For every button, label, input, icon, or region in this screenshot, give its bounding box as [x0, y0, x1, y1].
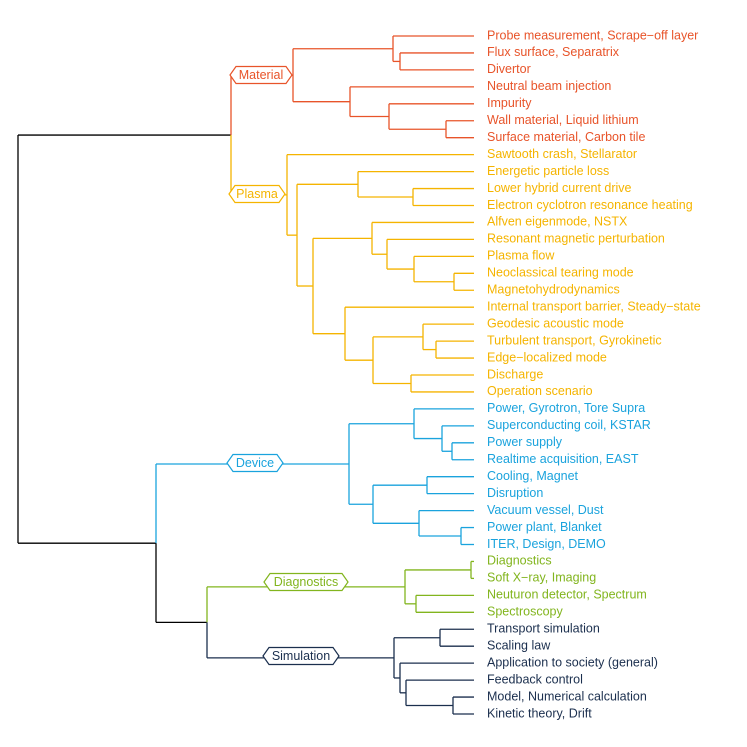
cluster-label-box [229, 65, 293, 85]
leaf-label-plasma: Energetic particle loss [487, 164, 609, 178]
leaf-label-device: Superconducting coil, KSTAR [487, 418, 651, 432]
leaf-label-material: Divertor [487, 62, 531, 76]
leaf-label-material: Neutral beam injection [487, 79, 611, 93]
cluster-label-diagnostics: Diagnostics [263, 572, 349, 592]
leaf-label-plasma: Neoclassical tearing mode [487, 266, 634, 280]
leaf-label-simulation: Application to society (general) [487, 655, 658, 669]
leaf-label-device: Vacuum vessel, Dust [487, 503, 604, 517]
leaf-labels: Probe measurement, Scrape−off layerFlux … [487, 28, 701, 720]
leaf-label-plasma: Alfven eigenmode, NSTX [487, 215, 628, 229]
leaf-label-plasma: Lower hybrid current drive [487, 181, 632, 195]
leaf-label-device: Power supply [487, 435, 563, 449]
cluster-label-box [263, 572, 349, 592]
cluster-labels: MaterialPlasmaDeviceDiagnosticsSimulatio… [226, 65, 349, 666]
cluster-label-material: Material [229, 65, 293, 85]
leaf-label-material: Surface material, Carbon tile [487, 130, 645, 144]
cluster-label-box [226, 453, 284, 473]
leaf-label-plasma: Geodesic acoustic mode [487, 316, 624, 330]
leaf-label-device: Realtime acquisition, EAST [487, 452, 639, 466]
cluster-label-box [262, 646, 340, 666]
leaf-label-plasma: Turbulent transport, Gyrokinetic [487, 333, 662, 347]
leaf-label-plasma: Operation scenario [487, 384, 593, 398]
leaf-label-plasma: Resonant magnetic perturbation [487, 232, 665, 246]
leaf-label-plasma: Edge−localized mode [487, 350, 607, 364]
leaf-label-diagnostics: Neuturon detector, Spectrum [487, 588, 647, 602]
leaf-label-material: Flux surface, Separatrix [487, 45, 620, 59]
leaf-label-plasma: Magnetohydrodynamics [487, 283, 620, 297]
leaf-label-material: Wall material, Liquid lithium [487, 113, 639, 127]
leaf-label-diagnostics: Soft X−ray, Imaging [487, 571, 596, 585]
dendrogram-edges [17, 35, 474, 715]
cluster-label-simulation: Simulation [262, 646, 340, 666]
leaf-label-plasma: Plasma flow [487, 249, 555, 263]
leaf-label-simulation: Scaling law [487, 638, 551, 652]
cluster-label-text: Plasma [236, 187, 278, 201]
cluster-label-box [228, 184, 286, 204]
leaf-label-simulation: Transport simulation [487, 622, 600, 636]
cluster-label-device: Device [226, 453, 284, 473]
cluster-label-plasma: Plasma [228, 184, 286, 204]
leaf-label-plasma: Electron cyclotron resonance heating [487, 198, 693, 212]
cluster-label-text: Simulation [272, 649, 330, 663]
leaf-label-diagnostics: Diagnostics [487, 554, 552, 568]
leaf-label-material: Impurity [487, 96, 532, 110]
cluster-label-text: Device [236, 456, 274, 470]
leaf-label-simulation: Model, Numerical calculation [487, 689, 647, 703]
leaf-label-device: ITER, Design, DEMO [487, 537, 606, 551]
leaf-label-plasma: Sawtooth crash, Stellarator [487, 147, 637, 161]
cluster-label-text: Material [239, 68, 283, 82]
leaf-label-simulation: Feedback control [487, 672, 583, 686]
leaf-label-plasma: Internal transport barrier, Steady−state [487, 299, 701, 313]
leaf-label-device: Power plant, Blanket [487, 520, 602, 534]
leaf-label-device: Disruption [487, 486, 543, 500]
leaf-label-diagnostics: Spectroscopy [487, 605, 563, 619]
leaf-label-device: Power, Gyrotron, Tore Supra [487, 401, 645, 415]
leaf-label-device: Cooling, Magnet [487, 469, 579, 483]
leaf-label-plasma: Discharge [487, 367, 543, 381]
leaf-label-simulation: Kinetic theory, Drift [487, 706, 592, 720]
cluster-label-text: Diagnostics [274, 575, 339, 589]
leaf-label-material: Probe measurement, Scrape−off layer [487, 28, 698, 42]
